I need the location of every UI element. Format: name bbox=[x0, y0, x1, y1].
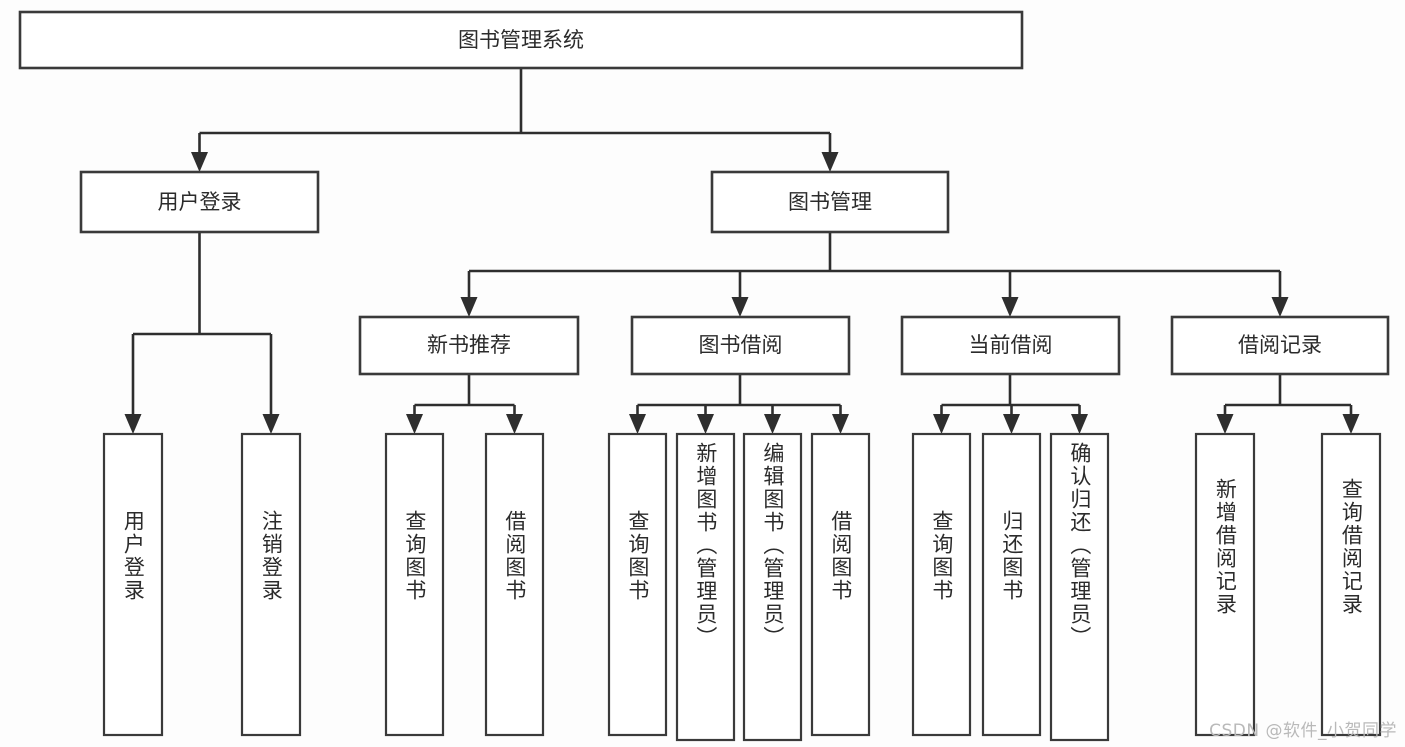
arrow-head-leaf-return-book bbox=[1003, 414, 1020, 434]
node-root[interactable]: 图书管理系统 bbox=[18, 10, 1024, 70]
node-book-borrow[interactable]: 图书借阅 bbox=[630, 315, 851, 376]
node-leaf-query-book-3-box[interactable] bbox=[911, 432, 972, 737]
node-leaf-query-record-box[interactable] bbox=[1320, 432, 1382, 737]
node-new-book-rec-box[interactable] bbox=[358, 315, 580, 376]
node-root-label: 图书管理系统 bbox=[458, 28, 584, 52]
node-leaf-borrow-book-1-box[interactable] bbox=[484, 432, 545, 737]
node-leaf-query-book-2-box[interactable] bbox=[607, 432, 668, 737]
arrow-head-leaf-user-login bbox=[124, 414, 142, 434]
node-borrow-record[interactable]: 借阅记录 bbox=[1170, 315, 1390, 376]
node-book-borrow-label: 图书借阅 bbox=[699, 333, 783, 357]
node-new-book-rec-label: 新书推荐 bbox=[427, 333, 511, 357]
node-leaf-edit-book-box[interactable] bbox=[742, 432, 803, 742]
node-leaf-return-book-box[interactable] bbox=[981, 432, 1042, 737]
node-leaf-add-book-box[interactable] bbox=[675, 432, 736, 742]
arrow-head-leaf-logout bbox=[262, 414, 280, 434]
node-book-manage-box[interactable] bbox=[710, 170, 950, 234]
node-current-borrow-box[interactable] bbox=[900, 315, 1121, 376]
arrow-head-leaf-query-book-2 bbox=[629, 414, 646, 434]
connector-group-new-book-rec bbox=[406, 374, 523, 434]
connector-group-root bbox=[191, 68, 839, 172]
node-borrow-record-box[interactable] bbox=[1170, 315, 1390, 376]
connector-group-user-login bbox=[124, 232, 280, 434]
node-leaf-confirm-return-box[interactable] bbox=[1049, 432, 1110, 742]
arrow-head-borrow-record bbox=[1271, 297, 1289, 317]
node-leaf-add-record-box[interactable] bbox=[1194, 432, 1256, 737]
node-leaf-query-book-1-box[interactable] bbox=[384, 432, 445, 737]
arrow-head-leaf-borrow-book-2 bbox=[832, 414, 849, 434]
node-book-manage[interactable]: 图书管理 bbox=[710, 170, 950, 234]
node-borrow-record-label: 借阅记录 bbox=[1238, 333, 1322, 357]
node-user-login-box[interactable] bbox=[79, 170, 320, 234]
connector-group-book-borrow bbox=[629, 374, 849, 434]
node-leaf-user-login-box[interactable] bbox=[102, 432, 164, 737]
arrow-head-leaf-query-book-3 bbox=[933, 414, 950, 434]
arrow-head-current-borrow bbox=[1001, 297, 1019, 317]
connector-group-current-borrow bbox=[933, 374, 1088, 434]
node-user-login-label: 用户登录 bbox=[158, 190, 242, 214]
arrow-head-user-login bbox=[191, 152, 208, 172]
arrow-head-leaf-add-record bbox=[1216, 414, 1234, 434]
arrow-head-leaf-borrow-book-1 bbox=[506, 414, 523, 434]
arrow-head-leaf-add-book bbox=[697, 414, 714, 434]
connector-group-borrow-record bbox=[1216, 374, 1360, 434]
arrow-head-book-borrow bbox=[731, 297, 749, 317]
arrow-head-leaf-edit-book bbox=[764, 414, 781, 434]
arrow-head-leaf-query-record bbox=[1342, 414, 1360, 434]
arrow-head-book-manage bbox=[821, 152, 839, 172]
node-new-book-rec[interactable]: 新书推荐 bbox=[358, 315, 580, 376]
node-user-login[interactable]: 用户登录 bbox=[79, 170, 320, 234]
node-leaf-logout-box[interactable] bbox=[240, 432, 302, 737]
arrow-head-leaf-query-book-1 bbox=[406, 414, 423, 434]
node-current-borrow[interactable]: 当前借阅 bbox=[900, 315, 1121, 376]
node-root-box[interactable] bbox=[18, 10, 1024, 70]
node-book-manage-label: 图书管理 bbox=[788, 190, 872, 214]
csdn-watermark: CSDN @软件_小贺同学 bbox=[1209, 721, 1397, 741]
node-current-borrow-label: 当前借阅 bbox=[969, 333, 1053, 357]
connector-group-book-manage bbox=[460, 232, 1289, 317]
node-leaf-borrow-book-2-box[interactable] bbox=[810, 432, 871, 737]
arrow-head-leaf-confirm-return bbox=[1071, 414, 1088, 434]
node-book-borrow-box[interactable] bbox=[630, 315, 851, 376]
arrow-head-new-book-rec bbox=[460, 297, 478, 317]
